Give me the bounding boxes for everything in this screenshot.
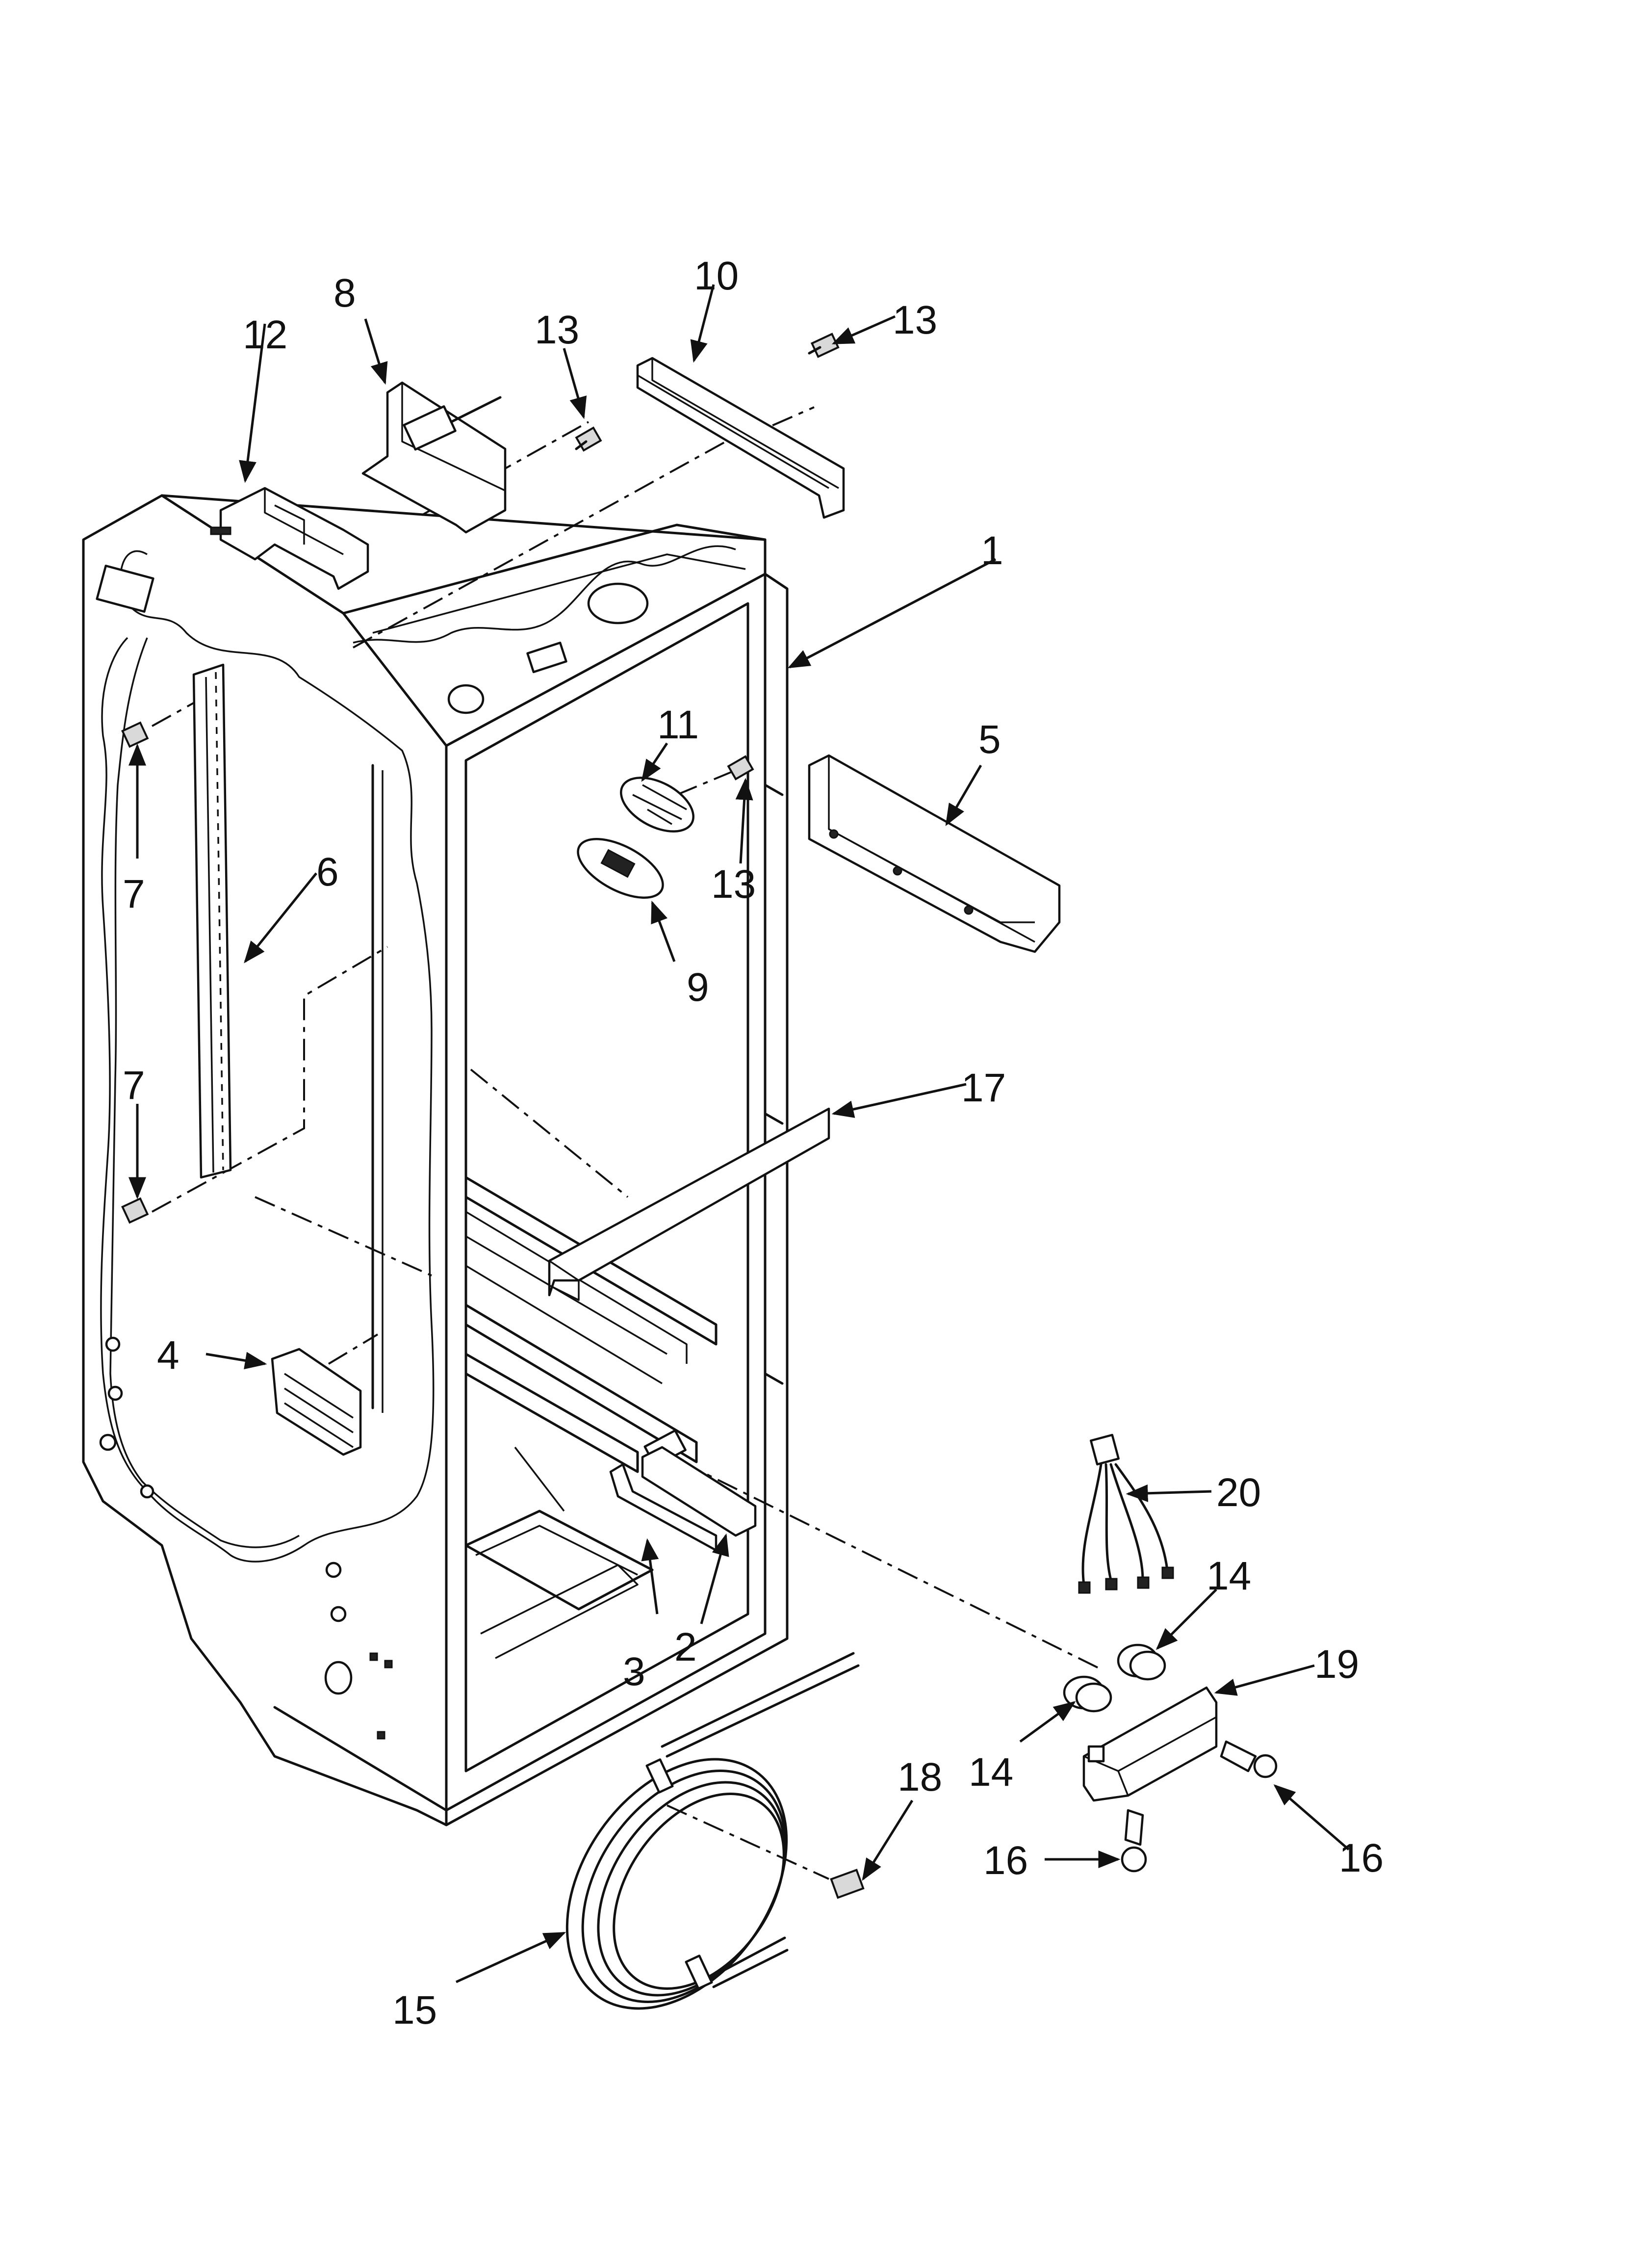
callout-7-top: 7 xyxy=(123,872,145,916)
callout-18: 18 xyxy=(898,1755,942,1799)
part-14-grommets xyxy=(1063,1643,1166,1713)
callout-2: 2 xyxy=(674,1625,697,1669)
callout-13-top: 13 xyxy=(535,308,579,352)
part-20-wire-harness xyxy=(1078,1434,1174,1594)
callout-14-upper: 14 xyxy=(1206,1554,1251,1598)
callout-13-top-right: 13 xyxy=(893,298,937,342)
screw-7-bottom xyxy=(121,1197,149,1224)
cabinet-liner xyxy=(82,494,789,1826)
part-17-crossbar xyxy=(548,1107,830,1301)
part-19-cover xyxy=(1082,1686,1218,1802)
screw-18 xyxy=(830,1869,865,1899)
callout-8: 8 xyxy=(334,271,356,315)
callout-20: 20 xyxy=(1216,1470,1261,1515)
part-5-trough xyxy=(808,754,1061,953)
callout-6: 6 xyxy=(316,850,339,894)
part-2-bracket xyxy=(641,1446,757,1537)
screw-13-top-right xyxy=(808,333,840,358)
callout-16-right: 16 xyxy=(1339,1836,1384,1880)
callout-labels: 1 2 3 4 5 6 7 7 8 9 10 11 12 13 13 13 14… xyxy=(123,254,1384,2033)
callout-4: 4 xyxy=(157,1333,180,1378)
callout-16-bottom: 16 xyxy=(983,1838,1028,1883)
callout-15: 15 xyxy=(392,1988,437,2033)
callout-3: 3 xyxy=(623,1649,645,1694)
screws xyxy=(121,333,1278,1899)
screw-16-right xyxy=(1220,1740,1278,1778)
screw-16-bottom xyxy=(1121,1809,1147,1873)
callout-11: 11 xyxy=(657,703,699,747)
callout-5: 5 xyxy=(978,717,1001,762)
part-12-control xyxy=(210,487,369,590)
callout-7-bottom: 7 xyxy=(123,1063,145,1108)
part-8-housing xyxy=(361,381,507,534)
leader-lines xyxy=(128,284,1350,1983)
part-10-channel xyxy=(636,357,845,519)
part-15-coiled-tube xyxy=(565,1652,860,2010)
callout-10: 10 xyxy=(694,254,739,298)
callout-1: 1 xyxy=(981,528,1003,573)
callout-14-lower: 14 xyxy=(969,1750,1013,1795)
part-6-vertical-rail xyxy=(192,663,232,1179)
screw-7-top xyxy=(121,721,149,748)
part-11-light-socket xyxy=(620,777,694,833)
callout-12: 12 xyxy=(243,313,287,357)
callout-19: 19 xyxy=(1314,1642,1359,1687)
part-4-vent xyxy=(271,1348,362,1456)
part-9-light-shield xyxy=(577,838,664,899)
screw-13-light xyxy=(727,755,754,781)
callout-9: 9 xyxy=(687,965,709,1010)
callout-13-light: 13 xyxy=(711,862,756,907)
screw-13-top xyxy=(575,426,602,452)
callout-17: 17 xyxy=(961,1066,1006,1110)
